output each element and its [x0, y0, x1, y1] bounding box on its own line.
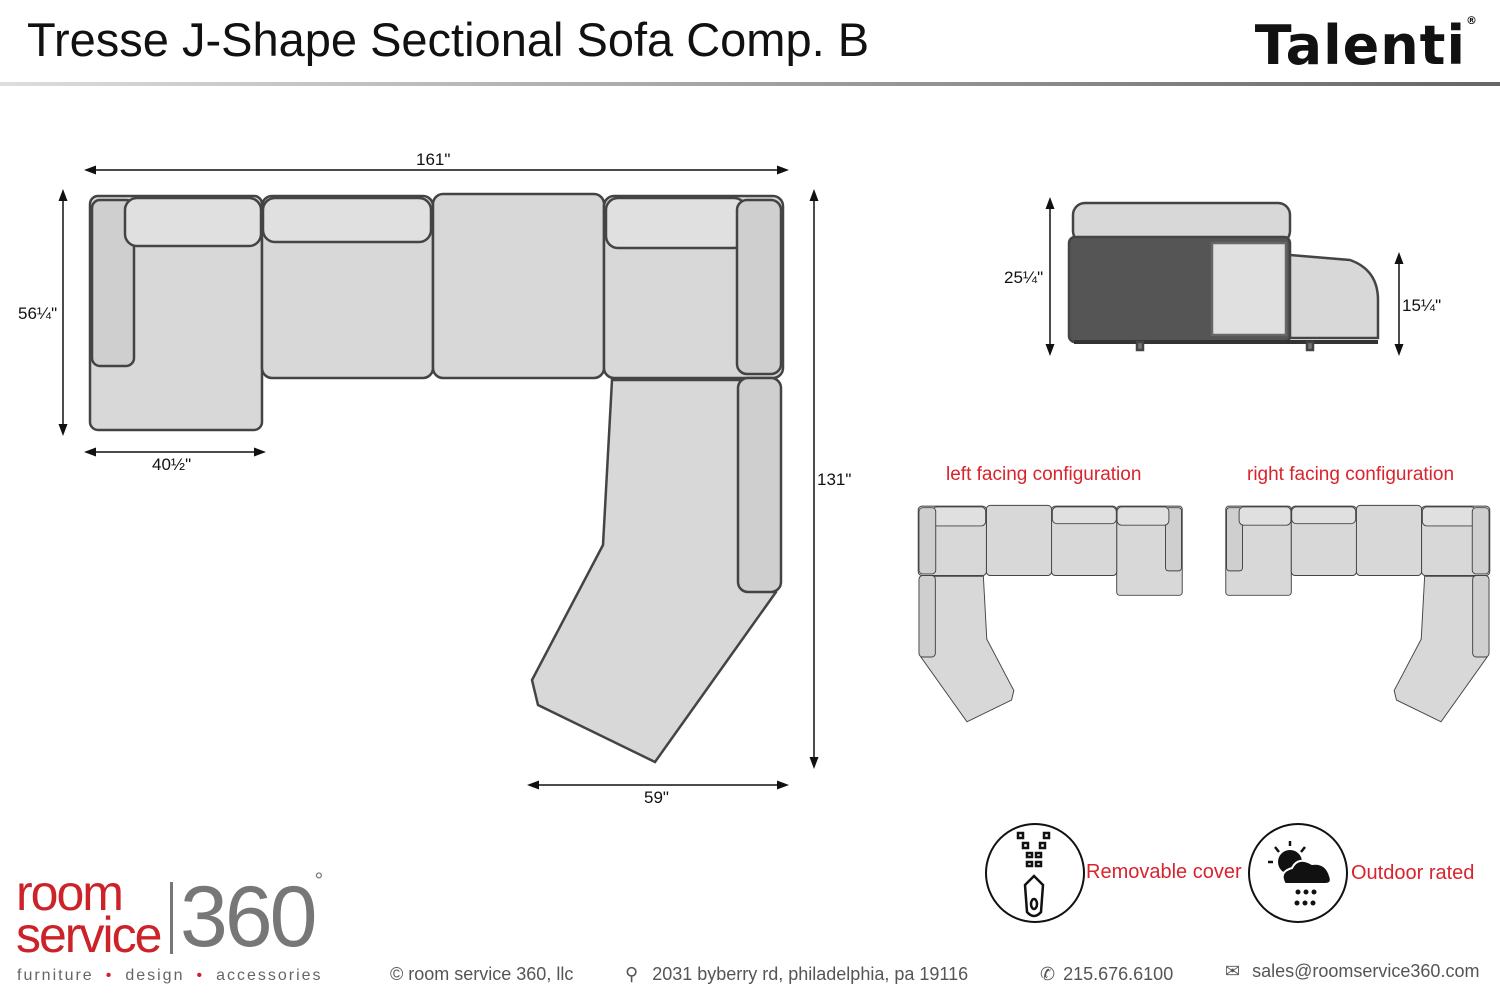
brand-mark: ® [1466, 14, 1478, 27]
footer-email[interactable]: ✉ sales@roomservice360.com [1225, 961, 1479, 982]
logo-number: 360 [180, 869, 317, 965]
dim-seat-height: 15¼" [1402, 296, 1442, 315]
address-text: 2031 byberry rd, philadelphia, pa 19116 [652, 964, 969, 984]
brand-logo: Talenti® [1255, 14, 1478, 77]
footer-address: ⚲ 2031 byberry rd, philadelphia, pa 19116 [625, 964, 968, 985]
dim-depth-left: 56¼" [18, 304, 58, 323]
envelope-icon: ✉ [1225, 961, 1241, 981]
dim-total-depth: 131" [817, 470, 852, 489]
dim-width: 161" [416, 150, 451, 169]
dimension-lines [58, 165, 1404, 790]
side-view [1067, 201, 1380, 352]
footer-phone: ✆ 215.676.6100 [1040, 964, 1173, 985]
page-title: Tresse J-Shape Sectional Sofa Comp. B [27, 13, 870, 66]
main-sofa-plan [88, 192, 785, 764]
header-divider [0, 82, 1500, 86]
feature-removable-cover: Removable cover [1086, 861, 1242, 883]
logo-service: service [16, 907, 162, 963]
left-config-label: left facing configuration [946, 464, 1142, 485]
logo-room: room [16, 865, 124, 921]
dim-bottom-width: 59" [644, 788, 669, 807]
feature-outdoor-rated: Outdoor rated [1351, 862, 1475, 884]
dim-chaise-width: 40½" [152, 455, 192, 474]
logo-360: 360° [180, 868, 324, 967]
zipper-icon [985, 823, 1085, 923]
dim-back-height: 25¼" [1004, 268, 1044, 287]
weather-icon [1248, 823, 1348, 923]
footer-copyright: © room service 360, llc [390, 964, 574, 984]
logo-degree: ° [314, 868, 324, 893]
right-facing-config-drawing [1225, 504, 1491, 723]
tagline-accessories: accessories [216, 967, 323, 984]
email-text[interactable]: sales@roomservice360.com [1252, 961, 1480, 981]
map-pin-icon: ⚲ [625, 964, 639, 984]
phone-text: 215.676.6100 [1063, 964, 1174, 984]
footer-tagline: furniture•design•accessories [17, 967, 323, 984]
tagline-design: design [125, 967, 185, 984]
left-facing-config-drawing [917, 504, 1183, 723]
right-config-label: right facing configuration [1247, 464, 1455, 485]
brand-name: Talenti [1254, 14, 1466, 77]
phone-icon: ✆ [1040, 964, 1056, 984]
tagline-furniture: furniture [17, 967, 94, 984]
logo-divider [170, 882, 173, 954]
